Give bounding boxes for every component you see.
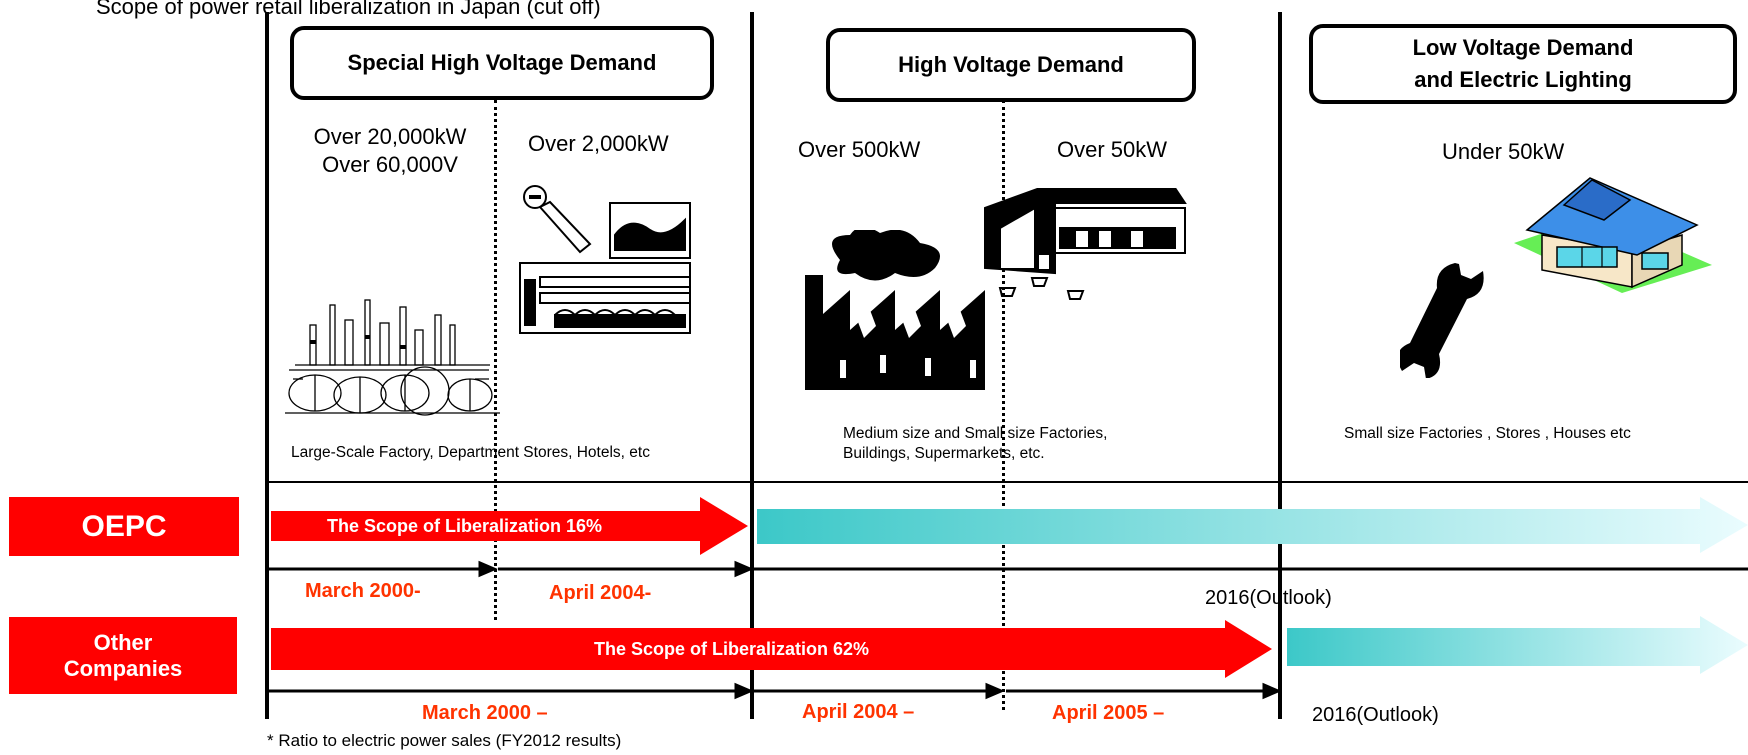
threshold-20000kw: Over 20,000kW Over 60,000V [290,123,490,179]
divider-high-low [1278,12,1282,719]
category-label: High Voltage Demand [898,52,1124,77]
other-arrow-label: The Scope of Liberalization 62% [594,639,870,659]
oepc-liberalization-arrow [271,497,748,555]
house-icon [1514,177,1712,293]
category-label-line2: and Electric Lighting [1414,67,1632,92]
other-date-april-2005: April 2005 – [1052,702,1165,724]
footnote: * Ratio to electric power sales (FY2012 … [267,731,622,750]
divider-special-high [750,12,754,719]
row-label-other-companies: Other Companies [9,617,237,694]
dotted-divider-special [494,100,497,620]
threshold-2000kw: Over 2,000kW [528,131,669,156]
category-label-line1: Low Voltage Demand [1412,35,1634,60]
section-separator [267,481,1748,483]
category-low-voltage: Low Voltage Demand and Electric Lighting [1309,24,1737,104]
threshold-line1: Over 20,000kW [313,124,467,149]
row-label-oepc: OEPC [9,497,239,556]
oepc-date-april-2004: April 2004- [549,582,652,604]
other-outlook-arrow [1287,616,1748,674]
description-line2: Buildings, Supermarkets, etc. [843,445,1045,462]
oepc-outlook-2016: 2016(Outlook) [1205,587,1332,609]
supermarket-icon [984,188,1187,300]
threshold-50kw-over: Over 50kW [1057,137,1168,162]
oepc-outlook-arrow [757,497,1748,553]
row-label-text: OEPC [81,509,167,543]
other-outlook-2016: 2016(Outlook) [1312,704,1439,726]
dotted-divider-high [1002,100,1005,710]
category-high-voltage: High Voltage Demand [826,28,1196,102]
description-high: Medium size and Small size Factories, Bu… [843,424,1107,464]
other-date-april-2004: April 2004 – [802,701,915,723]
oepc-arrow-label: The Scope of Liberalization 16% [327,516,603,536]
threshold-line2: Over 60,000V [322,152,458,177]
divider-left [265,12,269,719]
description-low: Small size Factories , Stores , Houses e… [1344,425,1631,442]
description-line1: Medium size and Small size Factories, [843,425,1108,442]
description-special: Large-Scale Factory, Department Stores, … [291,444,650,461]
other-date-march-2000: March 2000 – [422,702,548,724]
oepc-date-march-2000: March 2000- [305,580,421,602]
threshold-50kw-under: Under 50kW [1442,139,1565,164]
category-special-high-voltage: Special High Voltage Demand [290,26,714,100]
row-label-line1: Other [93,629,153,655]
threshold-500kw: Over 500kW [798,137,921,162]
other-liberalization-arrow [271,620,1272,678]
refinery-icon [285,299,500,416]
department-store-icon [519,185,691,334]
row-label-line2: Companies [63,655,183,681]
wrench-icon [1400,263,1484,378]
category-label: Special High Voltage Demand [347,50,657,75]
factory-icon [805,230,985,390]
truncated-header-text: Scope of power retail liberalization in … [96,0,601,19]
